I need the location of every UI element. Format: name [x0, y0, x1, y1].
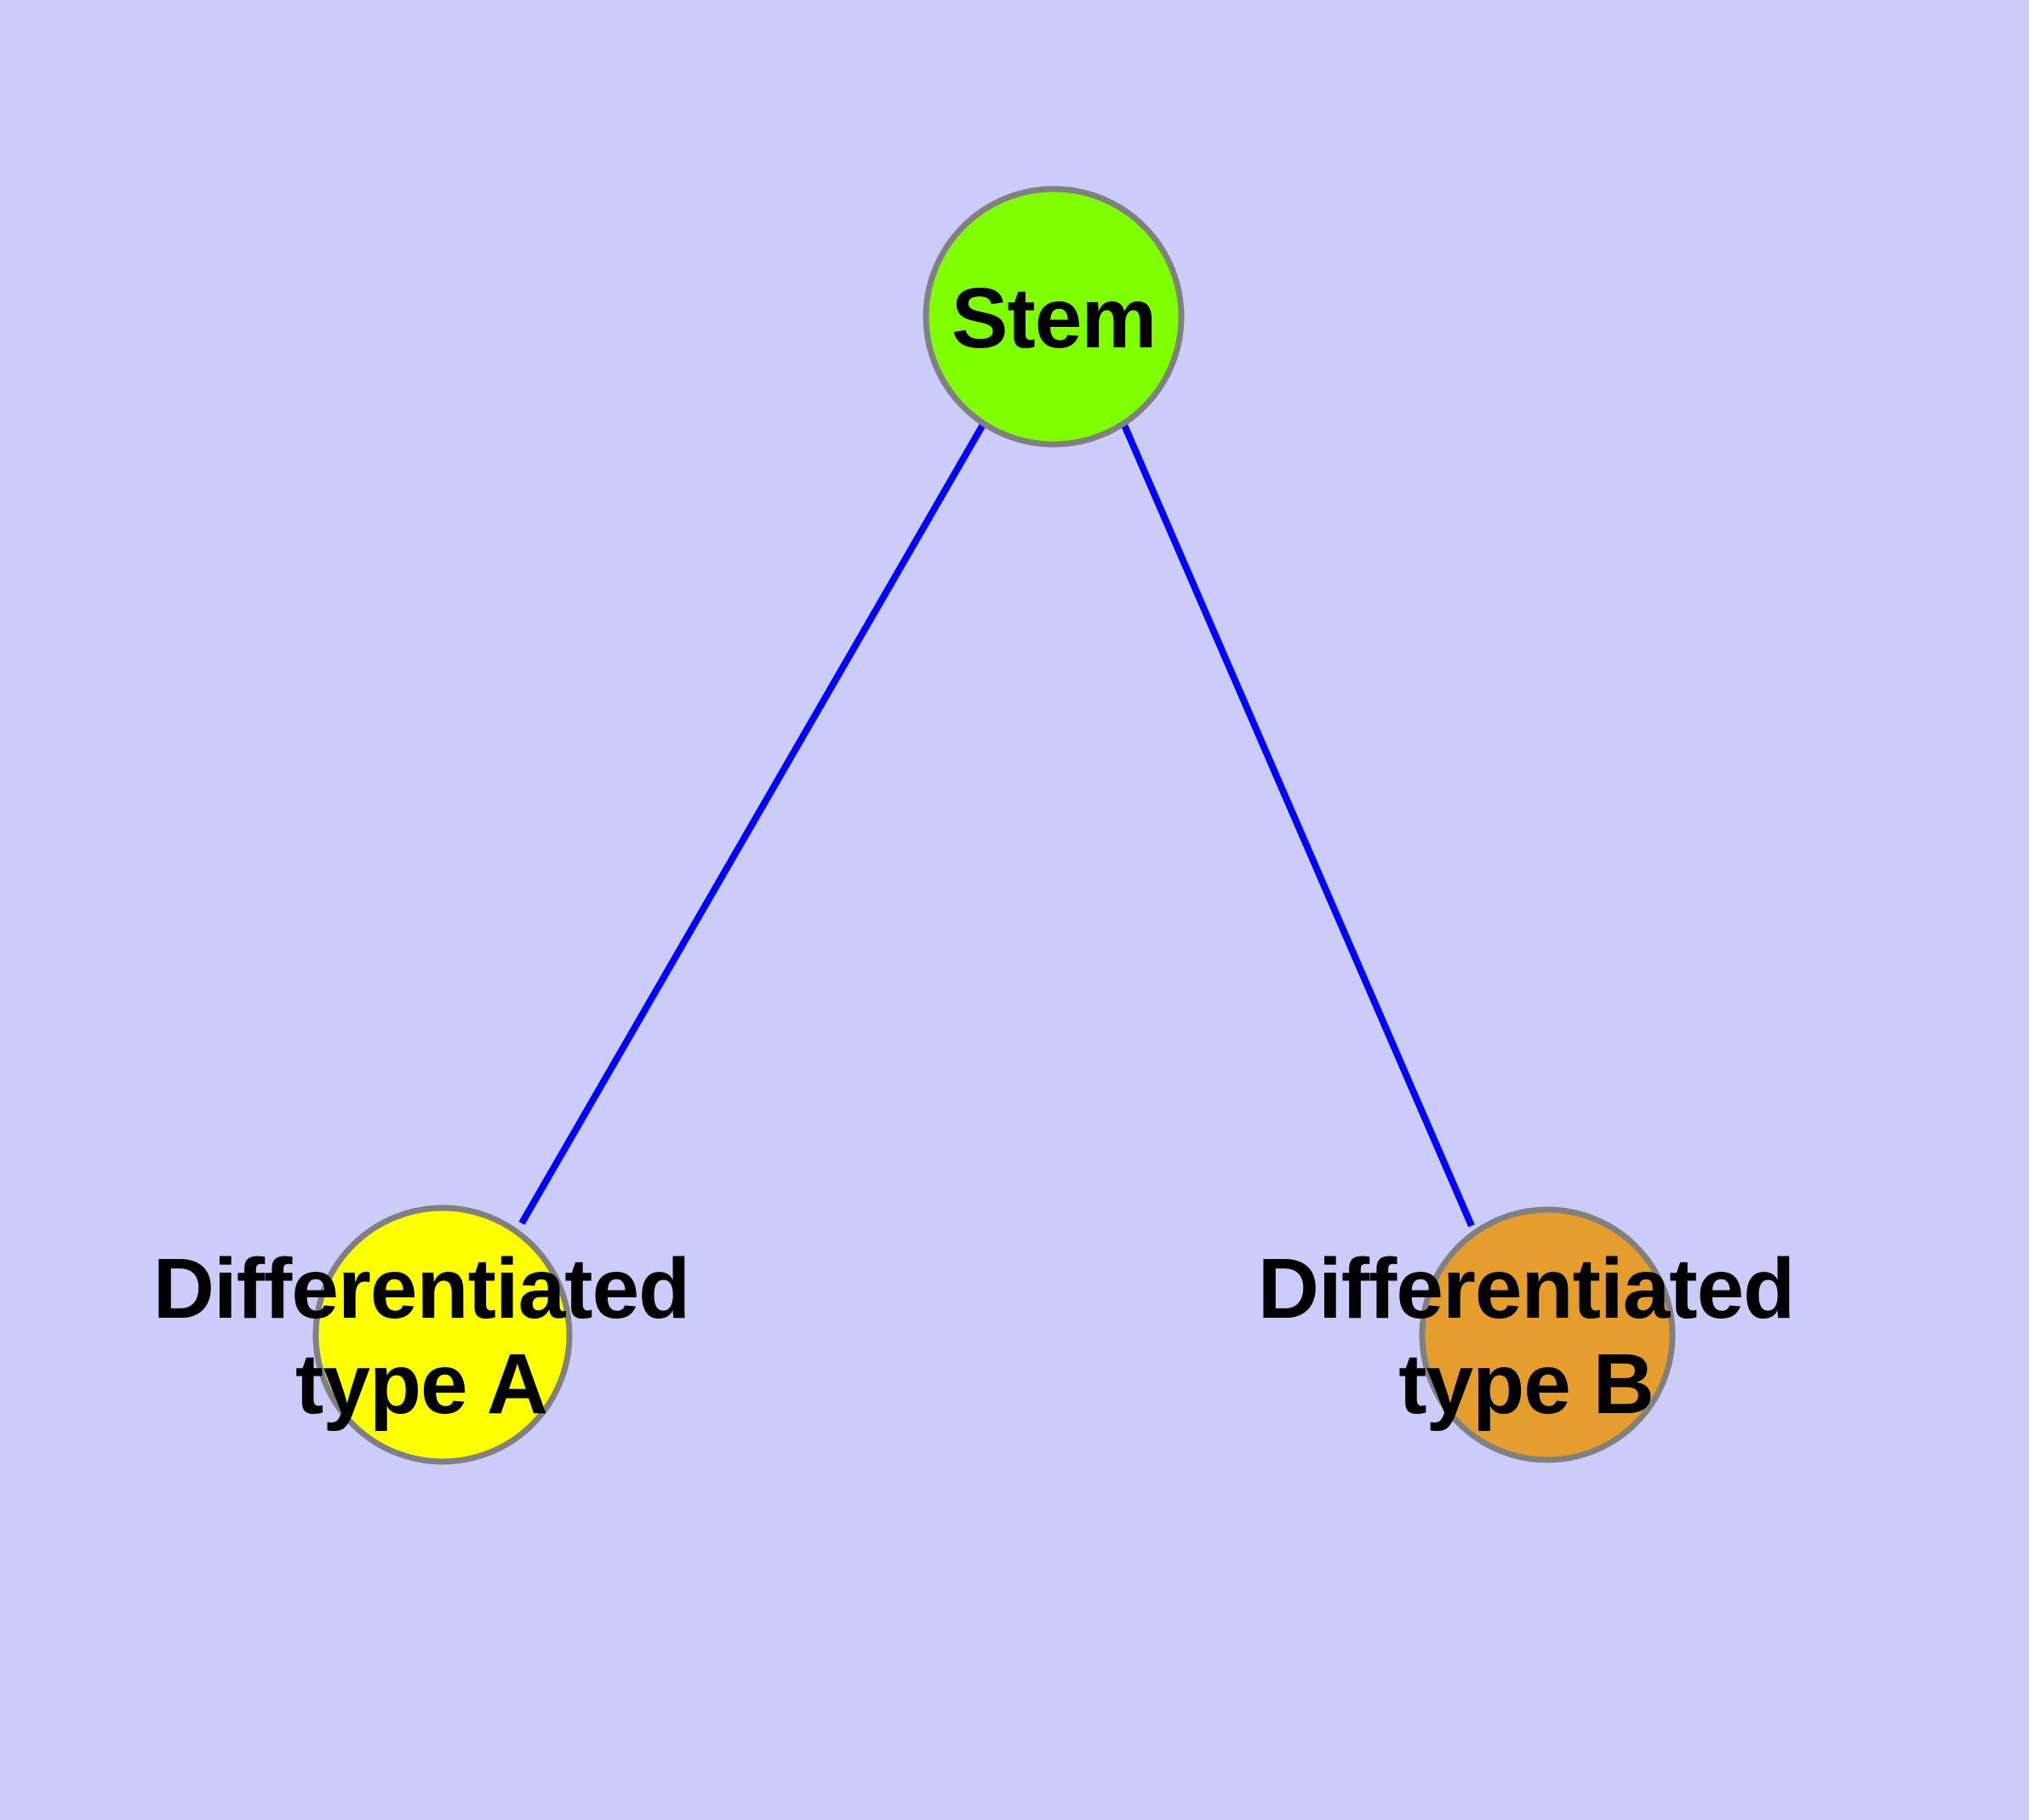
node-layer: [312, 186, 1676, 1465]
graph-node-diff_b[interactable]: [1419, 1206, 1676, 1463]
graph-edge-stem-diff_b[interactable]: [1120, 421, 1475, 1228]
graph-edge-stem-diff_a[interactable]: [518, 421, 987, 1226]
graph-node-stem[interactable]: [923, 186, 1185, 448]
edge-layer: [518, 421, 1475, 1228]
graph-node-diff_a[interactable]: [312, 1205, 573, 1465]
